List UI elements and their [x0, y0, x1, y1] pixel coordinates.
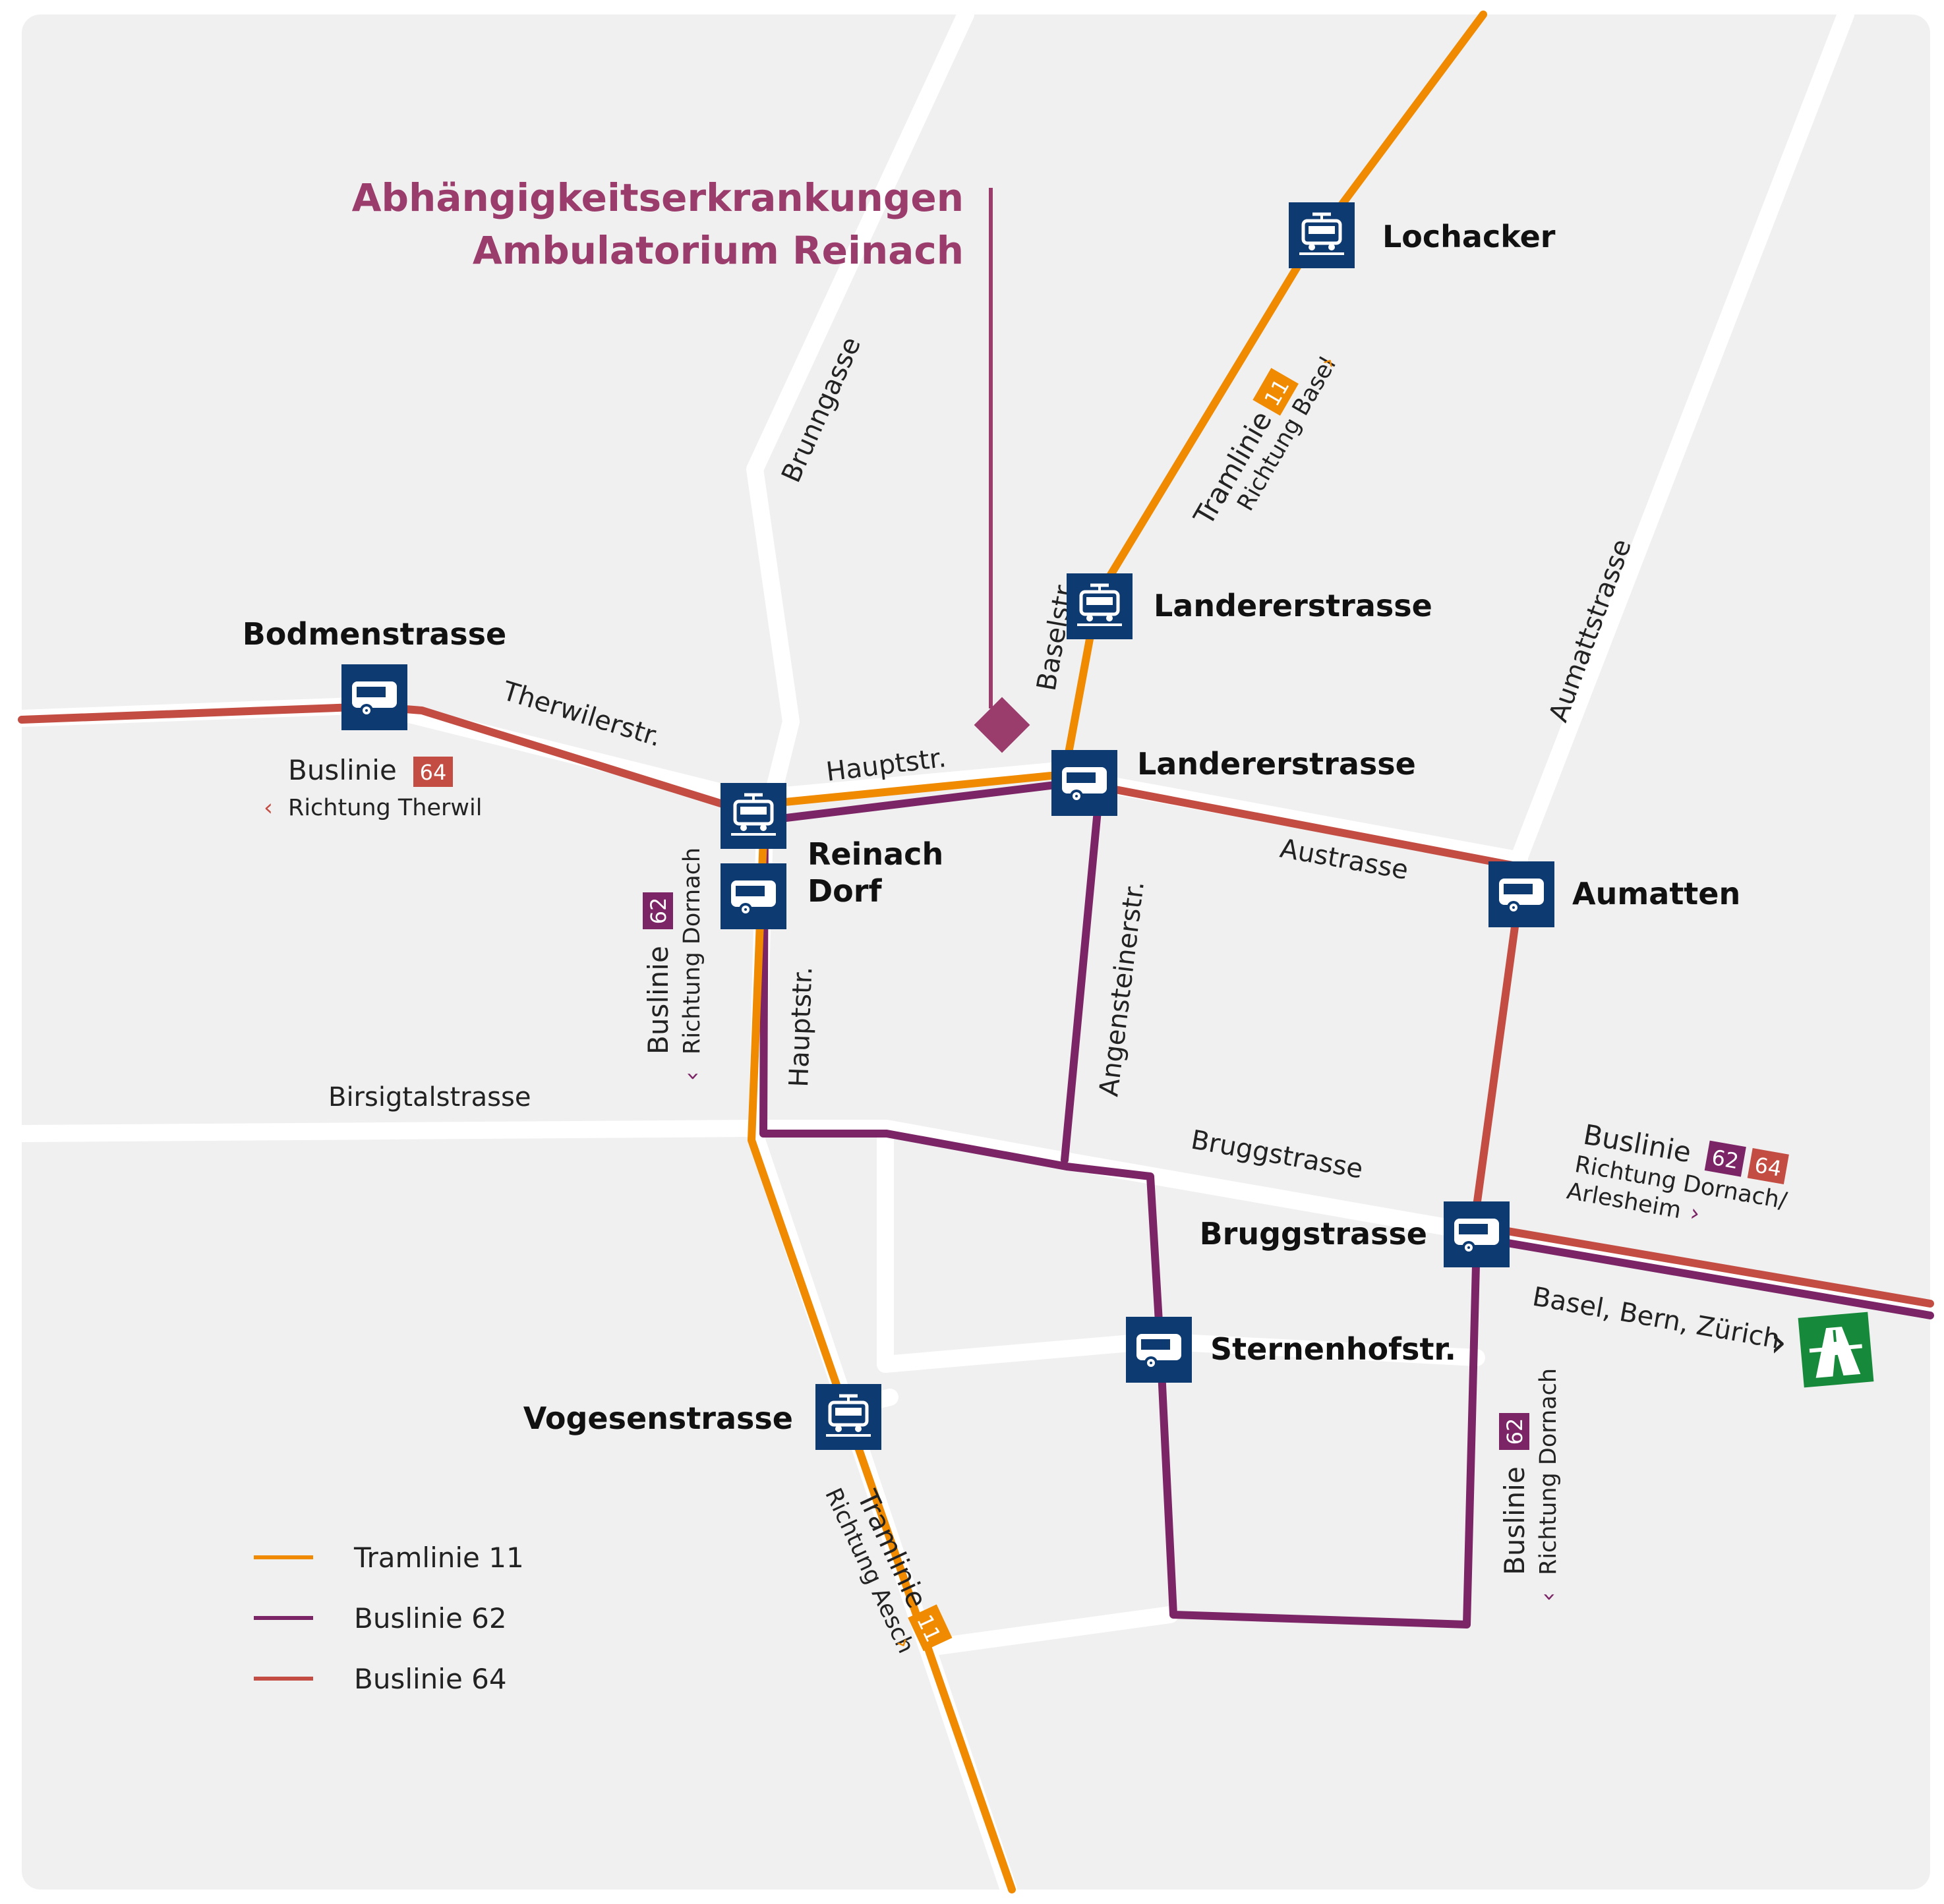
line-badge-11 [1252, 368, 1299, 416]
line-bus62-to-motorway [1473, 1234, 1934, 1319]
line-bus62-hauptstr [759, 777, 1481, 1629]
stop-name-sternenhofstr: Sternenhofstr. [1210, 1331, 1456, 1367]
legend-label-bus64: Buslinie 64 [354, 1663, 507, 1695]
line-label-name: Buslinie [288, 754, 397, 786]
line-badge-number: 62 [1502, 1418, 1527, 1445]
road-connector-h1 [877, 1333, 1162, 1373]
direction-arrow: ‹ [679, 1072, 705, 1081]
line-badge-11 [908, 1604, 953, 1652]
stop-icon-lochacker [1289, 202, 1355, 268]
title-line-2: Ambulatorium Reinach [473, 228, 964, 273]
stop-icon-sternenhofstr [1126, 1317, 1192, 1383]
line-badge-64 [413, 757, 453, 787]
stop-name-landererstrasse-tram: Landererstrasse [1154, 588, 1432, 623]
legend-label-bus62: Buslinie 62 [354, 1602, 507, 1634]
road-south-connector [921, 1606, 1179, 1656]
direction-arrow: › [1688, 1199, 1702, 1227]
line-badge-number-64: 64 [1753, 1152, 1784, 1181]
stop-icon-landererstrasse-tram [1067, 573, 1133, 639]
line-badge-62 [643, 892, 673, 929]
road-aumattstrasse [1511, 6, 1854, 865]
direction-arrow: ‹ [1535, 1592, 1562, 1601]
legend: Tramlinie 11 Buslinie 62 Buslinie 64 [254, 1542, 524, 1695]
street-label-birsigtalstrasse: Birsigtalstrasse [328, 1082, 531, 1112]
line-bus62-angenstein [1061, 807, 1102, 1164]
road-sternenhof-east [1145, 1333, 1485, 1366]
line-label-direction: Richtung Dornach [679, 848, 705, 1054]
stop-name-bruggstrasse: Bruggstrasse [1200, 1216, 1427, 1252]
line-badge-number: 62 [646, 898, 671, 925]
line-badge-number-62: 62 [1710, 1145, 1741, 1174]
line-badge-64 [1747, 1148, 1789, 1185]
stop-name-dorf: Dorf [808, 873, 882, 909]
stop-name-vogesenstrasse: Vogesenstrasse [523, 1400, 793, 1436]
legend-label-tram11: Tramlinie 11 [353, 1542, 524, 1574]
line-label-bus62-south: Buslinie 62 ‹ Richtung Dornach [1498, 1368, 1562, 1601]
stop-icon-vogesenstrasse [815, 1384, 881, 1450]
title-line-1: Abhängigkeitserkrankungen [352, 175, 964, 220]
road-hauptstr-h [740, 759, 1096, 807]
line-label-bus62-dorf: Buslinie 62 ‹ Richtung Dornach [642, 848, 705, 1081]
stop-icon-aumatten [1488, 861, 1554, 927]
stop-icon-reinach-dorf-tram [721, 783, 786, 849]
stop-name-lochacker: Lochacker [1382, 219, 1556, 254]
line-bus64-aumatten-south [1473, 889, 1523, 1210]
line-label-bus64-west: Buslinie 64 ‹ Richtung Therwil [264, 754, 482, 821]
motorway-sign-icon [1798, 1312, 1874, 1388]
line-badge-62 [1499, 1413, 1529, 1450]
street-label-hauptstr-v: Hauptstr. [784, 966, 818, 1088]
map-background [22, 14, 1930, 1890]
line-label-name: Buslinie [642, 946, 674, 1054]
line-label-direction: Richtung Dornach [1535, 1368, 1562, 1575]
stop-icon-reinach-dorf-bus [721, 863, 786, 929]
stop-icon-landererstrasse-bus [1051, 750, 1117, 816]
motorway-arrow: › [1770, 1318, 1787, 1367]
line-label-direction: Richtung Therwil [288, 795, 482, 821]
direction-arrow: ‹ [264, 795, 273, 821]
stop-name-reinach: Reinach [808, 836, 943, 872]
stop-name-bodmenstrasse: Bodmenstrasse [243, 616, 507, 652]
stop-icon-bodmenstrasse [341, 664, 407, 730]
road-birsigtalstrasse [13, 1120, 765, 1142]
stop-icon-bruggstrasse [1444, 1201, 1510, 1267]
line-badge-62 [1704, 1140, 1746, 1177]
stop-name-aumatten: Aumatten [1572, 876, 1740, 911]
line-label-name: Buslinie [1498, 1466, 1531, 1575]
line-bus64-east-a [1084, 780, 1523, 871]
line-bus64-to-motorway [1473, 1222, 1934, 1308]
line-label-bus-east: Buslinie 62 64 Richtung Dornach/ Arleshe… [1565, 1118, 1789, 1228]
stop-name-landererstrasse-bus: Landererstrasse [1137, 746, 1416, 782]
line-badge-number: 64 [420, 760, 447, 785]
